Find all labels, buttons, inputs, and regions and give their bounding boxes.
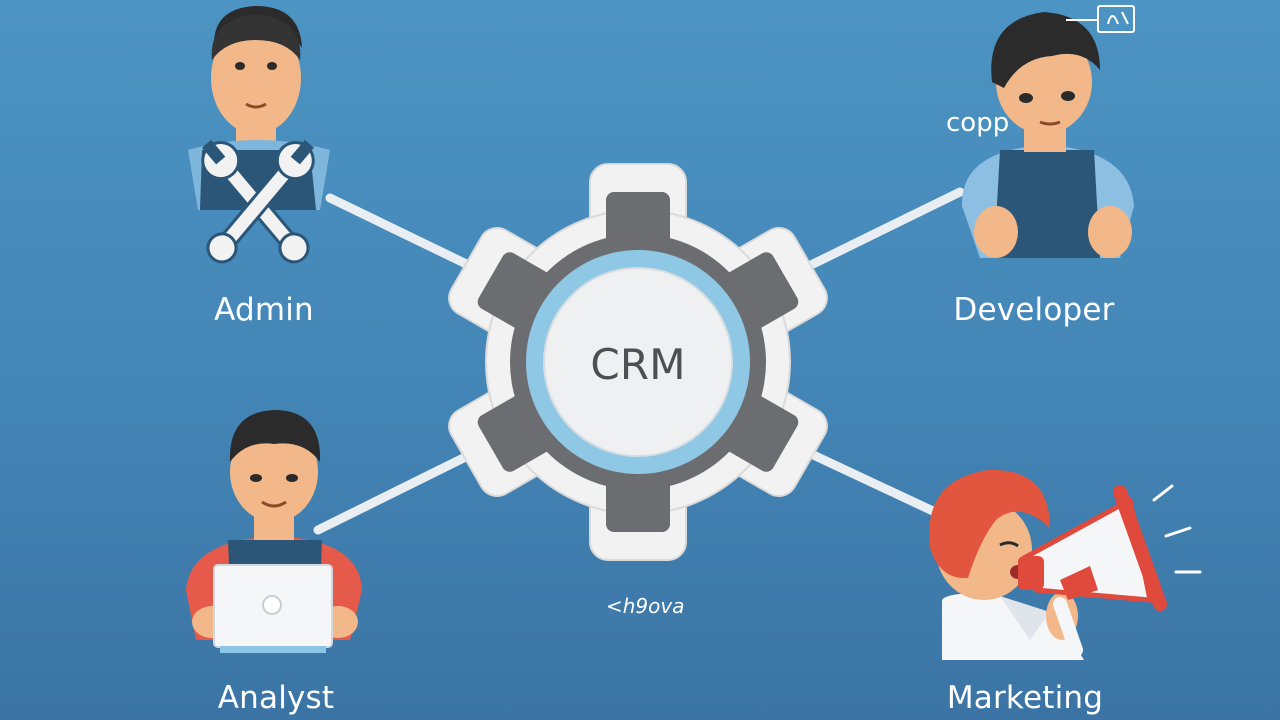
hub-label: CRM (590, 340, 686, 389)
developer-label: Developer (953, 292, 1115, 328)
gear-icon (448, 163, 828, 561)
code-window-icon (1066, 5, 1135, 33)
laptop-icon (213, 564, 333, 653)
admin-avatar (188, 6, 330, 210)
analyst-label: Analyst (217, 680, 335, 716)
megaphone-icon (1018, 484, 1202, 657)
bottom-caption: <h9ova (606, 594, 685, 618)
marketing-avatar (929, 469, 1084, 660)
code-word-label: copp (946, 108, 1010, 138)
marketing-label: Marketing (946, 680, 1104, 716)
developer-avatar (961, 12, 1134, 258)
wrench-icon (201, 139, 315, 264)
admin-label: Admin (214, 292, 314, 328)
